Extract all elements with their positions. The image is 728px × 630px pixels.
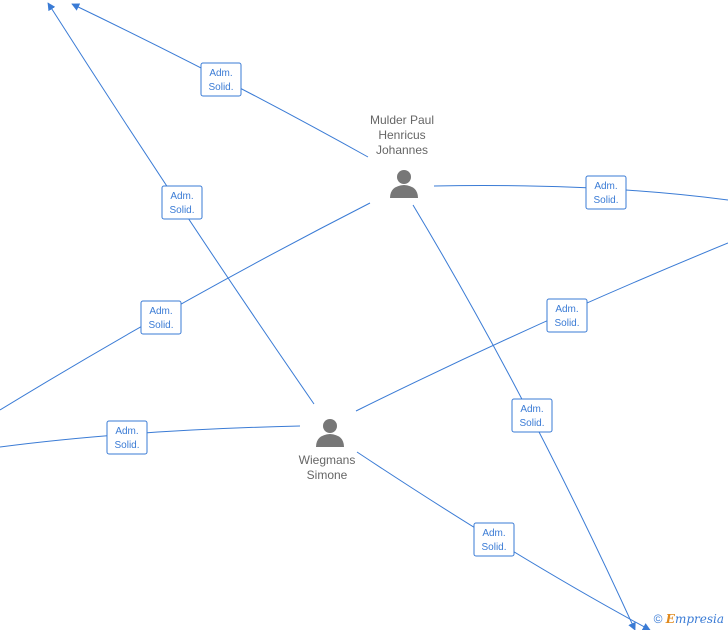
edge-mulder-right (433, 185, 728, 201)
person-name-wiegmans[interactable]: Wiegmans Simone (298, 453, 356, 482)
svg-text:Solid.: Solid. (169, 205, 194, 216)
relation-label[interactable]: Adm. Solid. (161, 185, 203, 220)
relation-label[interactable]: Adm. Solid. (511, 398, 553, 433)
svg-text:Solid.: Solid. (208, 82, 233, 93)
edge-mulder-left (0, 202, 371, 411)
svg-text:Adm.: Adm. (482, 528, 505, 539)
copyright-symbol: © (653, 612, 663, 626)
svg-text:Adm.: Adm. (555, 304, 578, 315)
svg-text:Adm.: Adm. (170, 191, 193, 202)
person-icon[interactable] (315, 417, 345, 447)
svg-text:Solid.: Solid. (593, 195, 618, 206)
svg-text:Solid.: Solid. (554, 318, 579, 329)
relation-label[interactable]: Adm. Solid. (106, 420, 148, 455)
relation-label[interactable]: Adm. Solid. (200, 62, 242, 97)
relation-label[interactable]: Adm. Solid. (546, 298, 588, 333)
svg-text:Solid.: Solid. (114, 440, 139, 451)
edge-wiegmans-left (0, 425, 301, 448)
person-icon[interactable] (389, 168, 419, 198)
edge-wiegmans-right (355, 242, 728, 412)
svg-text:Solid.: Solid. (519, 418, 544, 429)
svg-text:Adm.: Adm. (594, 181, 617, 192)
brand-logo: Empresia (665, 612, 724, 626)
relation-label[interactable]: Adm. Solid. (140, 300, 182, 335)
svg-text:Adm.: Adm. (115, 426, 138, 437)
svg-text:Adm.: Adm. (209, 68, 232, 79)
relation-label[interactable]: Adm. Solid. (473, 522, 515, 557)
svg-text:Solid.: Solid. (481, 542, 506, 553)
svg-text:Adm.: Adm. (149, 306, 172, 317)
person-name-mulder[interactable]: Mulder Paul Henricus Johannes (369, 113, 435, 157)
relation-label[interactable]: Adm. Solid. (585, 175, 627, 210)
svg-text:Adm.: Adm. (520, 404, 543, 415)
empresia-watermark: © Empresia (654, 612, 724, 626)
svg-text:Solid.: Solid. (148, 320, 173, 331)
